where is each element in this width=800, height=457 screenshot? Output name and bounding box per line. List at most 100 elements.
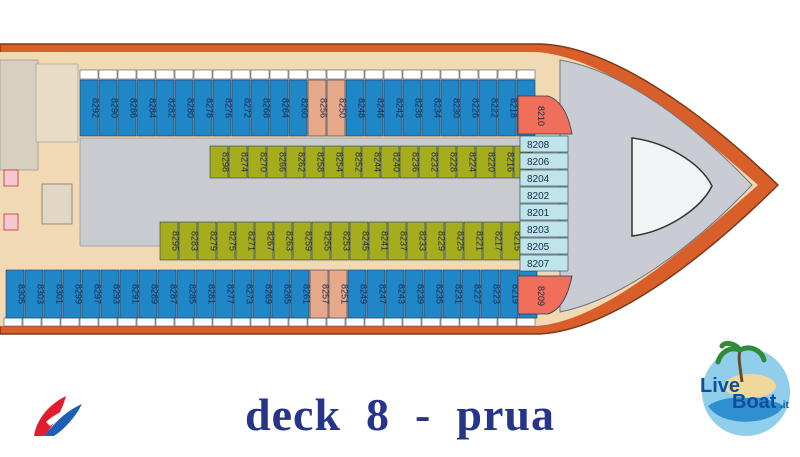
cabin[interactable]: 8254: [323, 145, 345, 179]
cabin[interactable]: 8240: [380, 145, 402, 179]
cabin[interactable]: 8260: [288, 79, 310, 137]
cabin[interactable]: 8247: [366, 269, 388, 319]
cabin[interactable]: 8291: [119, 269, 141, 319]
cabin-number: 8207: [527, 259, 550, 270]
cabin[interactable]: 8266: [266, 145, 288, 179]
cabin[interactable]: 8292: [79, 79, 101, 137]
cabin-number: 8235: [435, 284, 445, 304]
cabin[interactable]: 8274: [228, 145, 250, 179]
cabin[interactable]: 8208: [519, 135, 569, 153]
cabin[interactable]: 8228: [437, 145, 459, 179]
cabin-box: [519, 169, 569, 187]
cabin[interactable]: 8230: [440, 79, 462, 137]
cabin[interactable]: 8215: [501, 221, 523, 261]
cabin[interactable]: 8295: [159, 221, 181, 261]
cabin[interactable]: 8248: [345, 79, 367, 137]
cabin[interactable]: 8263: [273, 221, 295, 261]
cabin[interactable]: 8255: [311, 221, 333, 261]
cabin[interactable]: 8303: [24, 269, 46, 319]
cabin[interactable]: 8305: [5, 269, 27, 319]
cabin[interactable]: 8289: [138, 269, 160, 319]
cabin[interactable]: 8250: [326, 79, 348, 137]
cabin[interactable]: 8243: [385, 269, 407, 319]
cabin[interactable]: 8235: [423, 269, 445, 319]
corner-suite[interactable]: 8210: [517, 95, 573, 135]
cabin[interactable]: 8264: [269, 79, 291, 137]
cabin[interactable]: 8262: [285, 145, 307, 179]
cabin[interactable]: 8271: [235, 221, 257, 261]
cabin[interactable]: 8258: [304, 145, 326, 179]
cabin[interactable]: 8205: [519, 237, 569, 255]
cabin[interactable]: 8216: [494, 145, 516, 179]
cabin[interactable]: 8233: [406, 221, 428, 261]
cabin[interactable]: 8287: [157, 269, 179, 319]
cabin[interactable]: 8282: [155, 79, 177, 137]
cabin[interactable]: 8269: [252, 269, 274, 319]
cabin[interactable]: 8279: [197, 221, 219, 261]
cabin[interactable]: 8297: [81, 269, 103, 319]
cabin[interactable]: 8217: [482, 221, 504, 261]
cabin[interactable]: 8253: [330, 221, 352, 261]
cabin[interactable]: 8283: [178, 221, 200, 261]
cabin[interactable]: 8273: [233, 269, 255, 319]
cabin[interactable]: 8222: [478, 79, 500, 137]
cabin[interactable]: 8298: [209, 145, 231, 179]
corner-suite[interactable]: 8209: [517, 275, 573, 315]
cabin[interactable]: 8299: [62, 269, 84, 319]
cabin[interactable]: 8284: [136, 79, 158, 137]
cabin[interactable]: 8246: [364, 79, 386, 137]
cabin[interactable]: 8234: [421, 79, 443, 137]
cabin[interactable]: 8286: [117, 79, 139, 137]
cabin[interactable]: 8227: [461, 269, 483, 319]
cabin[interactable]: 8293: [100, 269, 122, 319]
cabin[interactable]: 8272: [231, 79, 253, 137]
cabin[interactable]: 8201: [519, 203, 569, 221]
cabin[interactable]: 8276: [212, 79, 234, 137]
cabin[interactable]: 8225: [444, 221, 466, 261]
cabin[interactable]: 8219: [499, 269, 521, 319]
cabin[interactable]: 8277: [214, 269, 236, 319]
cabin[interactable]: 8256: [307, 79, 329, 137]
cabin[interactable]: 8285: [176, 269, 198, 319]
cabin[interactable]: 8237: [387, 221, 409, 261]
cabin[interactable]: 8242: [383, 79, 405, 137]
cabin[interactable]: 8301: [43, 269, 65, 319]
cabin[interactable]: 8232: [418, 145, 440, 179]
cabin[interactable]: 8290: [98, 79, 120, 137]
cabin[interactable]: 8275: [216, 221, 238, 261]
cabin[interactable]: 8245: [349, 221, 371, 261]
cabin[interactable]: 8265: [271, 269, 293, 319]
cabin[interactable]: 8203: [519, 220, 569, 238]
cabin-box: [174, 79, 194, 137]
cabin[interactable]: 8257: [309, 269, 331, 319]
cabin[interactable]: 8231: [442, 269, 464, 319]
cabin[interactable]: 8236: [399, 145, 421, 179]
cabin[interactable]: 8226: [459, 79, 481, 137]
cabin[interactable]: 8281: [195, 269, 217, 319]
cabin[interactable]: 8224: [456, 145, 478, 179]
cabin[interactable]: 8251: [328, 269, 350, 319]
cabin[interactable]: 8252: [342, 145, 364, 179]
cabin[interactable]: 8261: [290, 269, 312, 319]
cabin[interactable]: 8267: [254, 221, 276, 261]
cabin[interactable]: 8238: [402, 79, 424, 137]
cabin[interactable]: 8278: [193, 79, 215, 137]
cabin-number: 8223: [492, 284, 502, 304]
cabin[interactable]: 8202: [519, 186, 569, 204]
cabin[interactable]: 8223: [480, 269, 502, 319]
cabin[interactable]: 8221: [463, 221, 485, 261]
cabin[interactable]: 8268: [250, 79, 272, 137]
cabin[interactable]: 8206: [519, 152, 569, 170]
cabin[interactable]: 8204: [519, 169, 569, 187]
cabin[interactable]: 8218: [497, 79, 519, 137]
cabin[interactable]: 8270: [247, 145, 269, 179]
cabin[interactable]: 8241: [368, 221, 390, 261]
cabin[interactable]: 8239: [404, 269, 426, 319]
cabin[interactable]: 8229: [425, 221, 447, 261]
cabin[interactable]: 8207: [519, 254, 569, 272]
cabin[interactable]: 8244: [361, 145, 383, 179]
cabin[interactable]: 8259: [292, 221, 314, 261]
cabin[interactable]: 8280: [174, 79, 196, 137]
cabin[interactable]: 8249: [347, 269, 369, 319]
cabin[interactable]: 8220: [475, 145, 497, 179]
